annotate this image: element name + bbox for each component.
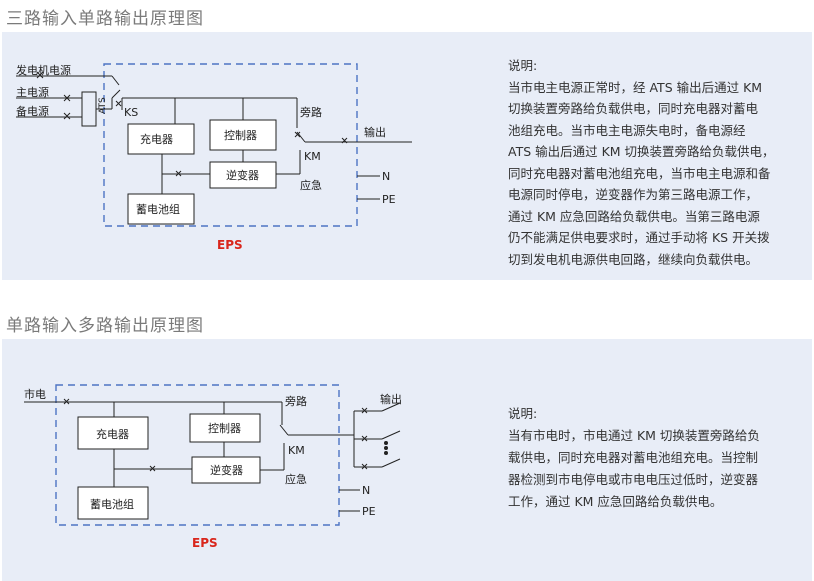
controller-label: 控制器	[224, 128, 257, 142]
section2-panel: 市电 充电器 控制器 逆变器 蓄电池组 旁路 KM 应急 输出 N PE EPS…	[2, 339, 812, 581]
section1-title: 三路输入单路输出原理图	[6, 9, 204, 29]
inverter-box-2	[191, 456, 261, 484]
desc-line: 切到发电机电源供电回路，继续向负载供电。	[508, 251, 759, 267]
desc-line: 切换装置旁路给负载供电，同时充电器对蓄电	[508, 101, 759, 116]
desc-head-2: 说明:	[508, 406, 538, 421]
section1-description: 说明: 当市电主电源正常时，经 ATS 输出后通过 KM 切换装置旁路给负载供电…	[508, 55, 808, 270]
desc-line: 电源同时停电，逆变器作为第三路电源工作，	[508, 187, 759, 202]
desc-head: 说明:	[508, 58, 538, 73]
km-label: KM	[304, 150, 321, 163]
charger-label-2: 充电器	[96, 427, 129, 441]
pe-label-2: PE	[362, 505, 376, 518]
battery-box	[127, 193, 195, 225]
section2-diagram: 市电 充电器 控制器 逆变器 蓄电池组 旁路 KM 应急 输出 N PE EPS	[24, 384, 402, 550]
charger-label: 充电器	[140, 132, 173, 146]
pe-label: PE	[382, 193, 396, 206]
input-mains-label: 市电	[24, 387, 46, 401]
input-gen-label: 发电机电源	[16, 63, 71, 77]
desc-line: 池组充电。当市电主电源失电时，备电源经	[508, 122, 746, 138]
desc-line: 当市电主电源正常时，经 ATS 输出后通过 KM	[508, 79, 763, 95]
output-label-2: 输出	[380, 392, 402, 406]
output-label: 输出	[364, 125, 386, 139]
desc-line: 仍不能满足供电要求时，通过手动将 KS 开关拨	[508, 230, 770, 245]
desc-line-2: 器检测到市电停电或市电电压过低时，逆变器	[508, 472, 759, 487]
ats-box	[81, 91, 97, 127]
eps-label-2: EPS	[192, 536, 218, 550]
desc-line-2: 当有市电时，市电通过 KM 切换装置旁路给负	[508, 428, 760, 443]
controller-box	[209, 119, 277, 151]
bypass-label: 旁路	[300, 105, 322, 119]
ks-label: KS	[124, 106, 138, 119]
battery-box-2	[77, 486, 149, 520]
section1-panel: 发电机电源 主电源 备电源 ATS KS 充电器 控制器 逆变器 蓄电池组 旁路…	[2, 32, 812, 280]
section2-description: 说明: 当有市电时，市电通过 KM 切换装置旁路给负 载供电，同时充电器对蓄电池…	[508, 403, 808, 513]
battery-label-2: 蓄电池组	[90, 497, 134, 511]
km-label-2: KM	[288, 444, 305, 457]
ats-label: ATS	[98, 97, 108, 114]
input-main-label: 主电源	[16, 85, 49, 99]
section1-diagram: 发电机电源 主电源 备电源 ATS KS 充电器 控制器 逆变器 蓄电池组 旁路…	[16, 63, 412, 252]
n-label-2: N	[362, 484, 370, 497]
desc-line: 通过 KM 应急回路给负载供电。当第三路电源	[508, 208, 760, 224]
desc-line: 同时充电器对蓄电池组充电，当市电主电源和备	[508, 165, 771, 181]
eps-label: EPS	[217, 238, 243, 252]
desc-line: ATS 输出后通过 KM 切换装置旁路给负载供电，	[508, 144, 775, 159]
controller-box-2	[189, 413, 261, 443]
section2-title: 单路输入多路输出原理图	[6, 316, 204, 336]
eps-boundary	[103, 63, 358, 227]
n-label: N	[382, 170, 390, 183]
inverter-box	[209, 161, 277, 189]
charger-box-2	[77, 416, 149, 450]
charger-box	[127, 123, 195, 155]
inverter-label: 逆变器	[226, 168, 259, 182]
desc-line-2: 工作，通过 KM 应急回路给负载供电。	[508, 494, 723, 509]
eps-boundary-2	[55, 384, 340, 526]
inverter-label-2: 逆变器	[210, 463, 243, 477]
emergency-label: 应急	[300, 178, 322, 192]
bypass-label-2: 旁路	[285, 394, 307, 408]
desc-line-2: 载供电，同时充电器对蓄电池组充电。当控制	[508, 450, 759, 465]
controller-label-2: 控制器	[208, 421, 241, 435]
input-backup-label: 备电源	[16, 104, 49, 118]
emergency-label-2: 应急	[285, 472, 307, 486]
battery-label: 蓄电池组	[136, 202, 180, 216]
